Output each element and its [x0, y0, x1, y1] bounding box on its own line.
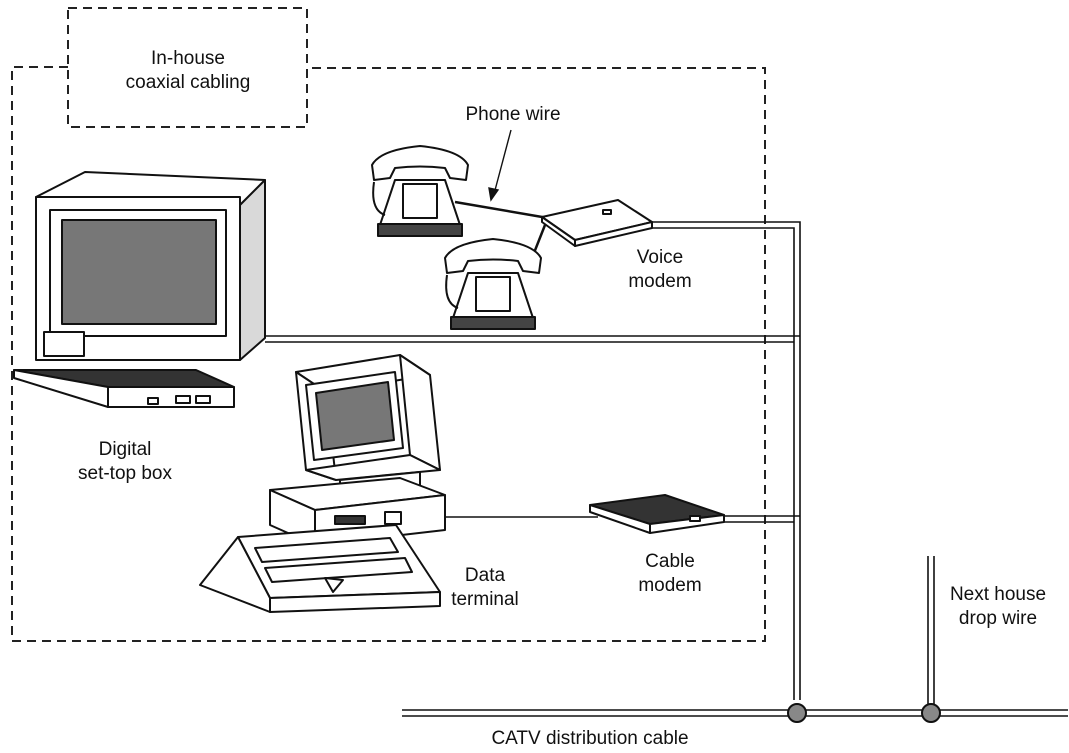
tv-icon [35, 171, 266, 361]
inhouse-cabling-label: In-house coaxial cabling [125, 48, 251, 93]
phone-wire-pointer [488, 129, 512, 202]
keyboard-icon [199, 524, 441, 613]
catv-distribution-cable [402, 709, 1068, 717]
phone-wire-label: Phone wire [465, 104, 561, 125]
voice-modem-label: Voice modem [628, 247, 692, 292]
catv-cable-label: CATV distribution cable [491, 728, 689, 749]
cable-modem-icon [589, 494, 725, 534]
set-top-box-label: Digital set-top box [78, 439, 172, 484]
house-boundary [11, 7, 766, 642]
set-top-box-icon [13, 369, 235, 408]
cable-modem-label: Cable modem [638, 551, 702, 596]
voice-modem-icon [541, 199, 653, 247]
data-terminal-label: Data terminal [451, 565, 519, 610]
coax-wiring [265, 221, 935, 708]
next-house-label: Next house drop wire [949, 584, 1047, 629]
cable-tap-icon [787, 703, 807, 723]
cable-tap-icon [921, 703, 941, 723]
telephone-icon [444, 238, 542, 330]
computer-icon [295, 354, 441, 499]
telephone-icon [371, 145, 469, 237]
